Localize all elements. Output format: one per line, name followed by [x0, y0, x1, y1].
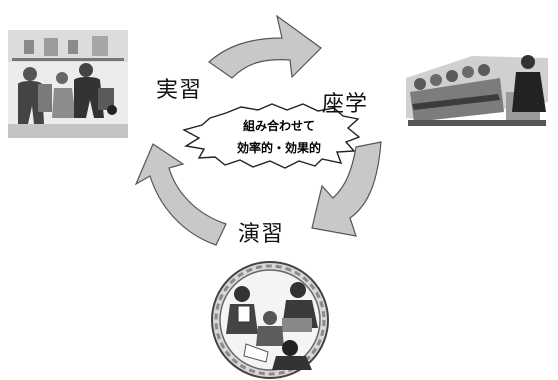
group-exercise-illustration	[211, 261, 329, 379]
center-starburst	[182, 103, 361, 169]
center-text-line2: 効率的・効果的	[236, 141, 321, 155]
arrow-right	[311, 141, 382, 237]
stage-label-practice: 実習	[156, 78, 203, 103]
arrow-top	[208, 14, 322, 79]
arrow-left	[134, 143, 227, 246]
stage-label-exercise: 演習	[238, 222, 285, 247]
classroom-lecture-illustration	[406, 55, 548, 126]
stage-label-lecture: 座学	[322, 92, 369, 117]
center-text-line1: 組み合わせて	[242, 119, 315, 133]
field-practice-illustration	[8, 30, 128, 138]
